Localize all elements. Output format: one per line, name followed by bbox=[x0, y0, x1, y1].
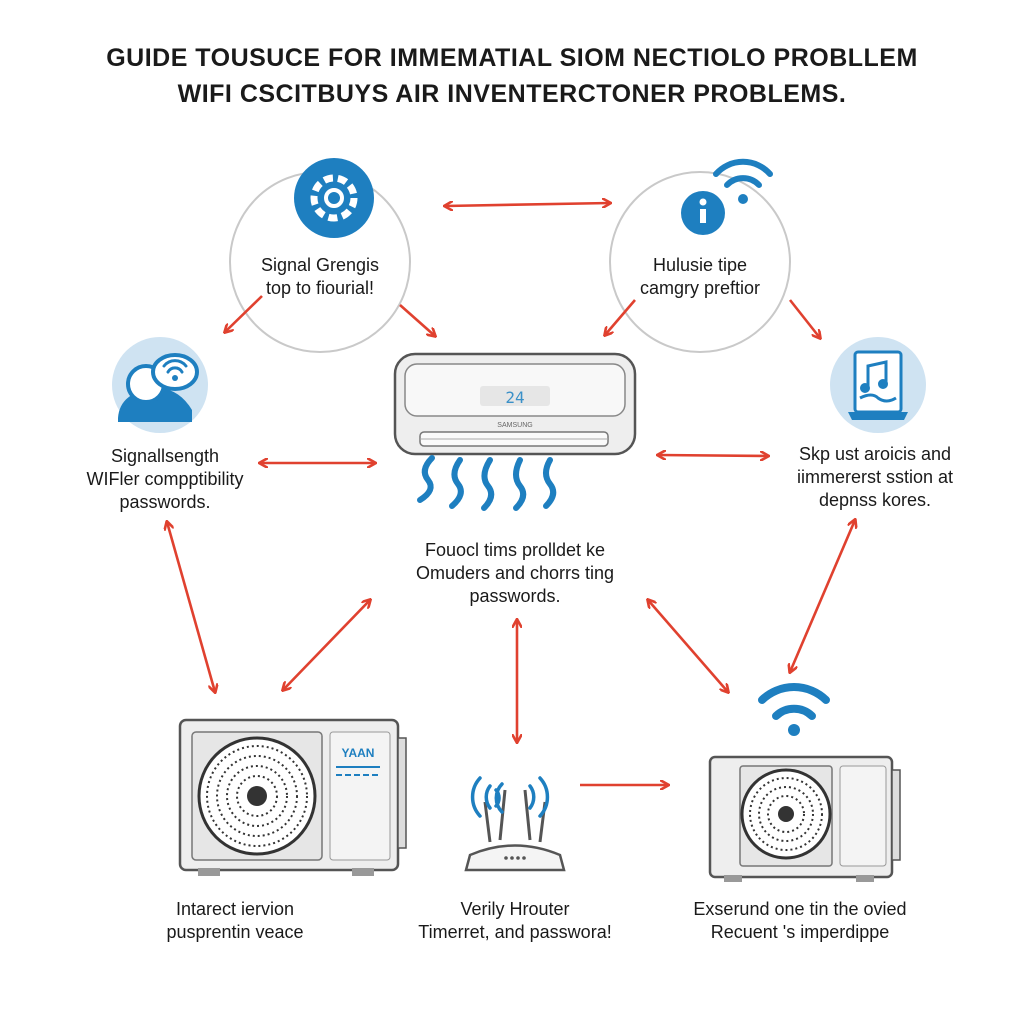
outdoor-left-label: Intarect iervion pusprentin veace bbox=[166, 899, 304, 942]
tips-circle bbox=[609, 171, 791, 353]
title-line-2: WIFI CSCITBUYS AIR INVENTERCTONER PROBLE… bbox=[177, 80, 847, 108]
tips-circle-label: Hulusie tipe camgry preftior bbox=[639, 255, 761, 298]
ac-brand: SAMSUNG bbox=[497, 422, 532, 429]
airflow-waves bbox=[417, 455, 557, 511]
arrow-center-right-unit bbox=[648, 600, 728, 692]
center-label: Fouocl tims prolldet ke Omuders and chor… bbox=[415, 540, 615, 606]
arrow-tips-to-tablet bbox=[788, 299, 820, 338]
fan-icon bbox=[191, 731, 323, 861]
music-note-icon bbox=[859, 360, 897, 403]
arrow-center-left-unit bbox=[283, 600, 370, 690]
arrow-top-circles bbox=[445, 203, 610, 206]
arrow-signal-to-ac bbox=[399, 304, 435, 336]
user-label: Signallsength WIFler compptibility passw… bbox=[86, 446, 244, 512]
arrow-ac-tablet bbox=[658, 455, 768, 456]
info-icon bbox=[681, 191, 725, 235]
tablet-label: Skp ust aroicis and iimmererst sstion at… bbox=[796, 444, 954, 510]
title-line-1: GUIDE TOUSUCE FOR IMMEMATIAL SIOM NECTIO… bbox=[106, 44, 918, 72]
tablet-icon bbox=[830, 337, 926, 433]
user-icon bbox=[112, 337, 208, 433]
wifi-icon bbox=[713, 158, 773, 204]
arrow-tips-to-ac bbox=[605, 299, 636, 335]
fan-icon bbox=[739, 765, 833, 867]
wifi-icon bbox=[758, 683, 830, 736]
arrow-right-vertical bbox=[790, 520, 855, 672]
outdoor-right-label: Exserund one tin the ovied Recuent 's im… bbox=[693, 899, 907, 942]
gear-icon bbox=[294, 158, 374, 238]
signal-circle-label: Signal Grengis top to fiourial! bbox=[260, 255, 380, 298]
air-conditioner-icon: 24 SAMSUNG bbox=[393, 352, 637, 456]
arrow-left-vertical bbox=[167, 522, 215, 692]
router-label: Verily Hrouter Timerret, and passwora! bbox=[418, 899, 612, 942]
arrow-signal-to-user bbox=[225, 295, 263, 332]
outdoor-unit-right bbox=[708, 755, 901, 882]
outdoor-panel-label: YAAN bbox=[342, 746, 375, 760]
outdoor-unit-left: YAAN bbox=[178, 718, 407, 876]
ac-display: 24 bbox=[505, 388, 524, 407]
arrows bbox=[167, 203, 855, 785]
router-icon bbox=[464, 776, 566, 872]
